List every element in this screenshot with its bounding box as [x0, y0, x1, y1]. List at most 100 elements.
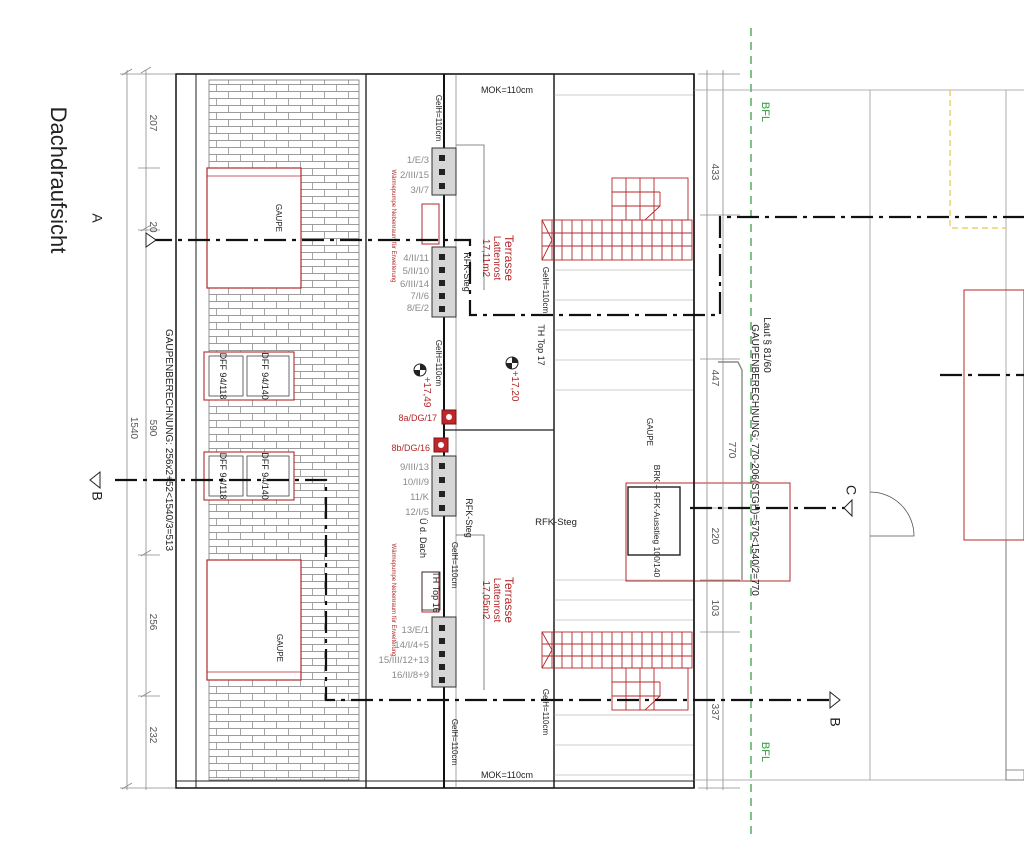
vent-box-1 — [431, 147, 457, 196]
vent-label: 16/II/8+9 — [392, 670, 429, 681]
vent-box-2 — [431, 246, 457, 318]
vent-label: 6/III/14 — [400, 279, 429, 290]
gelh-label-5: GelH=110cm — [541, 267, 550, 314]
right-slope-lines — [554, 94, 694, 776]
section-c-arrow — [843, 498, 853, 518]
vent-label: 1/E/3 — [407, 155, 429, 166]
dim-right-770: 770 — [726, 442, 737, 459]
rfk-steg-label-3: RFK-Steg — [535, 517, 577, 528]
gelh-label-3: GelH=110cm — [450, 542, 459, 589]
left-dimension-chain — [120, 66, 175, 790]
gelh-label-6: GelH=110cm — [541, 689, 550, 736]
vent-labels-group-4: 13/E/1 14/I/4+5 15/III/12+13 16/II/8+9 — [379, 625, 429, 681]
gelh-label-4: GelH=110cm — [450, 719, 459, 766]
dormer-left-bottom-label: GAUPE — [275, 634, 284, 662]
th-top-16-box — [421, 571, 441, 611]
note-box-upper — [421, 203, 440, 245]
terrace-1-material: Lattenrost — [491, 236, 502, 281]
mok-bottom: MOK=110cm — [481, 770, 533, 780]
dff-window-lower — [203, 451, 295, 501]
rfk-steg-label-2: RFK-Steg — [464, 498, 474, 538]
terrace-2-material: Lattenrost — [491, 578, 502, 623]
dim-left-256: 256 — [147, 614, 158, 631]
dormer-left-bottom — [206, 559, 302, 681]
section-b-label-left: B — [89, 491, 105, 500]
laut-ref: Laut § 81/60 — [761, 317, 772, 373]
dff-118-upper-label: DFF 94/118 — [218, 353, 228, 400]
dim-left-232: 232 — [147, 727, 158, 744]
vent-label: 10/II/9 — [403, 477, 429, 488]
dim-right-103: 103 — [709, 600, 720, 617]
level-1-label: +17,20 — [509, 371, 520, 402]
th-top-16-label: TH Top 16 — [431, 571, 441, 612]
vent-label: 13/E/1 — [402, 625, 429, 636]
vent-label: 8/E/2 — [407, 303, 429, 314]
roof-hatch-outline — [625, 482, 791, 582]
dim-left-20: 20 — [147, 221, 158, 233]
stairs-upper — [541, 177, 693, 261]
dim-right-220: 220 — [709, 528, 720, 545]
bfl-label-bottom: BFL — [759, 742, 771, 762]
dim-right-337: 337 — [709, 704, 720, 721]
duct-ref-2: 8b/DG/16 — [391, 443, 430, 453]
terrace-2-area: 17,05m2 — [480, 581, 491, 620]
roof-hatch-box — [627, 486, 681, 556]
th-top-17-label: TH Top 17 — [536, 324, 546, 365]
rfk-steg-label-1: RFK-Steg — [462, 252, 472, 292]
section-b-label-right: B — [827, 717, 843, 726]
vent-label: 4/II/11 — [403, 253, 429, 264]
roof-hatch-label: BRK + RFK-Ausstieg 100/140 — [652, 465, 662, 578]
dff-140-lower-label: DFF 94/140 — [260, 452, 270, 500]
terrace-1-title: Terrasse — [502, 235, 516, 281]
bfl-label-top: BFL — [759, 102, 771, 122]
right-gutter — [718, 361, 743, 580]
stairs-lower — [541, 631, 693, 711]
dormer-left-top — [206, 167, 302, 289]
vent-label: 2/III/15 — [400, 170, 429, 181]
section-lines — [115, 215, 1024, 702]
dff-window-upper — [203, 351, 295, 401]
wiring-note-lower: Wärmepumpe Nebenraum für Erweiterung — [390, 543, 396, 656]
vent-label: 7/I/6 — [411, 291, 430, 302]
dormer-right-label: GAUPE — [645, 418, 654, 446]
vent-labels-group-3: 9/III/13 10/II/9 11/K 12/I/5 — [400, 462, 430, 518]
mok-top: MOK=110cm — [481, 85, 533, 95]
section-b-arrow-right — [829, 690, 841, 710]
vent-label: 15/III/12+13 — [379, 655, 429, 666]
level-marker-2 — [413, 363, 427, 377]
dim-left-590: 590 — [147, 420, 158, 437]
dim-left-1540: 1540 — [128, 417, 139, 440]
vent-label: 11/K — [410, 492, 430, 503]
section-a-arrow — [145, 232, 157, 248]
dormer-left-top-label: GAUPE — [274, 204, 283, 232]
gelh-label-2: GelH=110cm — [434, 340, 443, 387]
section-b-arrow-left — [89, 470, 101, 490]
dim-left-207: 207 — [147, 115, 158, 132]
vent-label: 3/I/7 — [411, 185, 430, 196]
vent-labels-group-2: 4/II/11 5/II/10 6/III/14 7/I/6 8/E/2 — [400, 253, 429, 314]
level-2-label: +17,49 — [421, 377, 432, 408]
dim-right-433: 433 — [709, 164, 720, 181]
vent-box-3 — [431, 455, 457, 517]
gaupen-calc-right: GAUPENBERECHNUNG: 770-206(STGH)=570<1540… — [749, 324, 760, 596]
dim-right-447: 447 — [709, 370, 720, 387]
dff-118-lower-label: DFF 94/118 — [218, 453, 228, 500]
dff-140-upper-label: DFF 94/140 — [260, 352, 270, 400]
wiring-note-upper: Wärmepumpe Nebenraum für Erweiterung — [390, 169, 396, 282]
duct-ref-1: 8a/DG/17 — [398, 413, 437, 423]
terrace-1-area: 17,11m2 — [480, 239, 491, 278]
gelh-label-1: GelH=110cm — [434, 95, 443, 142]
vent-labels-group-1: 1/E/3 2/III/15 3/I/7 — [400, 155, 429, 196]
gaupen-calc-left: GAUPENBERECHNUNG: 256x2+52<1540/3=513 — [163, 329, 174, 552]
section-c-label: C — [843, 485, 859, 495]
level-marker-1 — [505, 356, 519, 370]
drawing-title: Dachdraufsicht — [46, 107, 71, 254]
neighbor-building — [694, 89, 1024, 781]
terrace-2-title: Terrasse — [502, 577, 516, 623]
section-a-label: A — [89, 213, 105, 223]
ue-dach-label: Ü d. Dach — [418, 518, 428, 558]
vent-label: 5/II/10 — [403, 266, 429, 277]
vent-box-4 — [431, 616, 457, 688]
vent-label: 9/III/13 — [400, 462, 429, 473]
